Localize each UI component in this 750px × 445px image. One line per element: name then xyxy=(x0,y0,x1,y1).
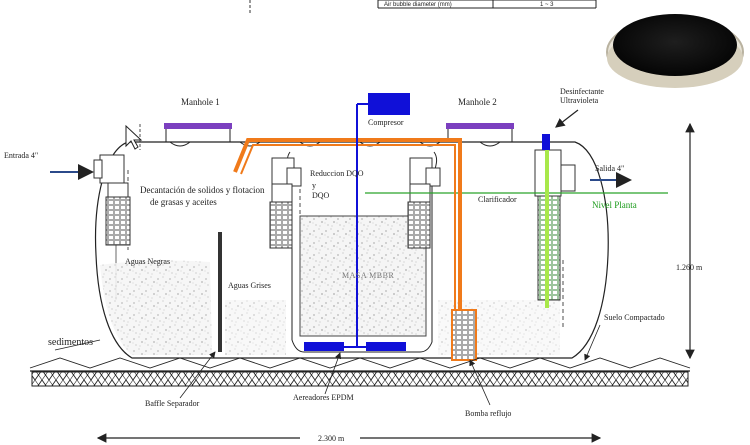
label-desinfectante-1: Desinfectante xyxy=(560,87,604,96)
label-entrada: Entrada 4" xyxy=(4,151,38,160)
label-manhole-1: Manhole 1 xyxy=(181,97,220,107)
diffuser-disc-photo xyxy=(606,14,744,88)
spec-table: Air bubble diameter (mm) 1 ~ 3 xyxy=(377,0,597,9)
table-row-label: Air bubble diameter (mm) xyxy=(384,2,452,8)
label-compresor: Compresor xyxy=(368,118,404,127)
label-aereadores: Aereadores EPDM xyxy=(293,393,354,402)
uv-pointer-arrow xyxy=(555,109,579,128)
mbbr-media-block xyxy=(299,215,427,337)
compacted-soil xyxy=(29,357,691,387)
blue-air-pipe xyxy=(356,103,368,348)
leader-suelo xyxy=(584,324,601,361)
diffuser-left xyxy=(304,342,344,351)
label-decantacion-1: Decantación de solidos y flotacion xyxy=(140,185,265,195)
uv-light-tube xyxy=(545,148,549,308)
label-masa-mbbr: MASA MBBR xyxy=(342,271,394,280)
label-baffle: Baffle Separador xyxy=(145,399,200,408)
label-aguas-grises: Aguas Grises xyxy=(228,281,271,290)
table-row-value: 1 ~ 3 xyxy=(540,2,554,8)
tee-fitting-2 xyxy=(269,157,302,249)
orange-return-pipe xyxy=(233,138,462,310)
label-width-dimension: 2.300 m xyxy=(318,434,345,443)
label-suelo-compactado: Suelo Compactado xyxy=(604,313,665,322)
label-reduccion-2: y xyxy=(312,181,316,190)
compressor-box xyxy=(368,93,410,115)
label-nivel-planta: Nivel Planta xyxy=(592,200,637,210)
baffle-separator xyxy=(218,232,222,352)
label-reduccion-1: Reduccion DQO xyxy=(310,169,364,178)
manhole-1 xyxy=(164,123,232,142)
width-dimension xyxy=(96,430,602,444)
manhole-1-lid xyxy=(164,123,232,129)
inlet-tee xyxy=(93,154,131,246)
label-sedimentos: sedimentos xyxy=(48,337,93,348)
leader-sedimentos xyxy=(54,339,101,351)
label-aguas-negras: Aguas Negras xyxy=(125,257,170,266)
leader-baffle xyxy=(179,351,216,399)
leader-aereadores xyxy=(324,352,342,395)
leader-bomba xyxy=(469,359,491,406)
label-manhole-2: Manhole 2 xyxy=(458,97,497,107)
label-height-dimension: 1.260 m xyxy=(676,263,703,272)
label-clarificador: Clarificador xyxy=(478,195,517,204)
diffuser-right xyxy=(366,342,406,351)
label-desinfectante-2: Ultravioleta xyxy=(560,96,599,105)
mouse-cursor-icon xyxy=(125,124,143,150)
reflux-pump xyxy=(451,309,477,361)
uv-lamp-cap xyxy=(542,134,550,150)
label-reduccion-3: DQO xyxy=(312,191,330,200)
label-decantacion-2: de grasas y aceites xyxy=(150,197,217,207)
manhole-2-lid xyxy=(446,123,514,129)
label-salida: Salida 4" xyxy=(595,164,624,173)
label-bomba: Bomba reflujo xyxy=(465,409,511,418)
